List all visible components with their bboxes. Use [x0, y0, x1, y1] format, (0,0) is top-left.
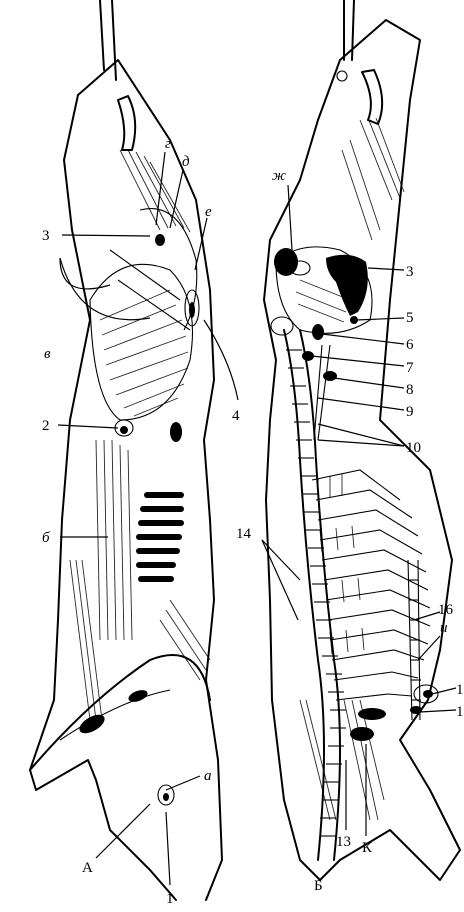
- label-k: К: [362, 840, 373, 856]
- label-g: г: [165, 136, 171, 152]
- label-13: 13: [336, 834, 351, 850]
- label-1: 1: [166, 891, 174, 907]
- left-carcass-illustration: [30, 0, 222, 900]
- right-carcass-illustration: [264, 0, 460, 880]
- label-a: а: [204, 768, 212, 784]
- label-v: в: [44, 346, 51, 362]
- label-b: б: [42, 530, 50, 546]
- label-6: 6: [406, 337, 414, 353]
- label-3-right: 3: [406, 264, 414, 280]
- label-e: е: [205, 204, 212, 220]
- label-3-left: 3: [42, 228, 50, 244]
- label-zh: ж: [272, 168, 286, 184]
- label-10: 10: [406, 440, 421, 456]
- label-d: д: [182, 154, 190, 170]
- panel-label-a: А: [82, 860, 93, 876]
- label-12-partial: 1: [456, 704, 464, 720]
- label-7: 7: [406, 360, 414, 376]
- label-9: 9: [406, 404, 414, 420]
- label-11-partial: 1: [456, 682, 464, 698]
- label-14: 14: [236, 526, 252, 542]
- label-8: 8: [406, 382, 414, 398]
- label-4: 4: [232, 408, 240, 424]
- label-16: 16: [438, 602, 454, 618]
- label-2: 2: [42, 418, 50, 434]
- panel-label-b: Б: [314, 878, 323, 894]
- label-5: 5: [406, 310, 414, 326]
- label-i: и: [440, 620, 448, 636]
